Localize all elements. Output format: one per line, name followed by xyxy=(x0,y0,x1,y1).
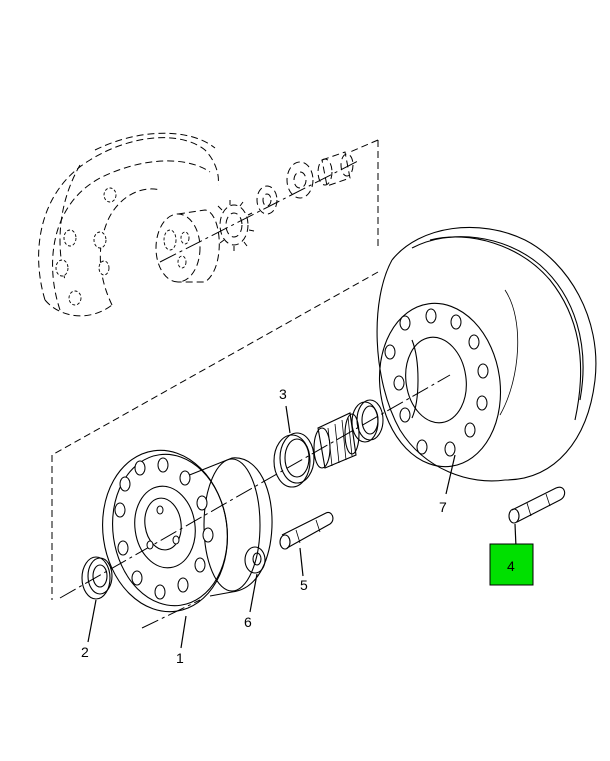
bearing-cup xyxy=(273,432,315,488)
leader-5 xyxy=(299,547,304,577)
callout-2[interactable]: 2 xyxy=(81,644,89,660)
wheel-stud-4 xyxy=(508,486,566,524)
leader-7 xyxy=(445,454,456,495)
callout-3[interactable]: 3 xyxy=(279,386,287,402)
brake-drum xyxy=(376,226,597,482)
callout-6[interactable]: 6 xyxy=(244,614,252,630)
leader-3 xyxy=(285,405,291,434)
leader-2 xyxy=(87,599,97,643)
seal xyxy=(81,556,113,600)
ghosted-brake-assembly xyxy=(38,132,361,317)
assembly-frame xyxy=(51,139,379,600)
callout-4-highlight[interactable] xyxy=(489,543,534,586)
hub xyxy=(102,449,273,613)
callout-5[interactable]: 5 xyxy=(300,577,308,593)
leader-1 xyxy=(180,615,187,649)
axle-centerline xyxy=(59,374,451,599)
wheel-stud-5 xyxy=(279,511,334,550)
outer-bearing-cup xyxy=(351,399,384,443)
callout-7[interactable]: 7 xyxy=(439,499,447,515)
bearing-cone xyxy=(313,412,360,469)
washer xyxy=(244,546,266,574)
leader-6 xyxy=(249,573,258,613)
stud-centerline xyxy=(141,599,201,629)
leader-4 xyxy=(514,523,517,548)
callout-1[interactable]: 1 xyxy=(176,650,184,666)
callout-4[interactable]: 4 xyxy=(507,558,515,574)
